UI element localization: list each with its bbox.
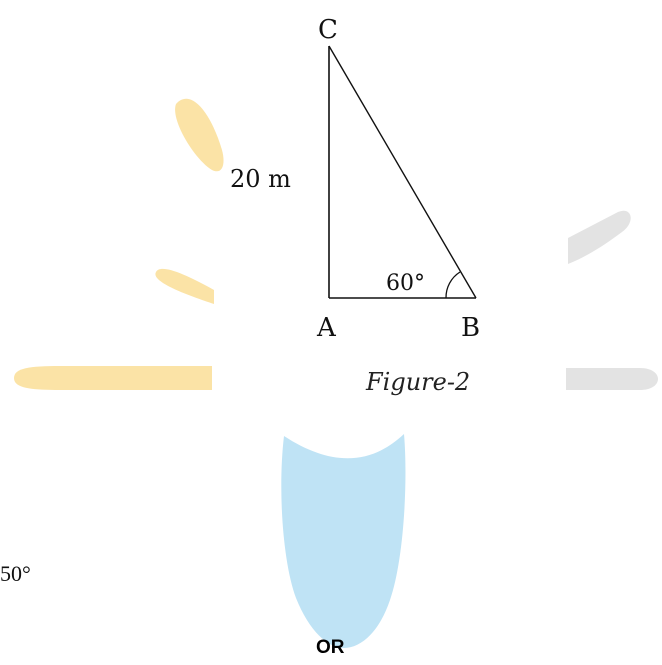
angle-fragment-text: 50° [0,561,31,586]
watermark-petal-grey [568,210,631,264]
vertex-label-c: C [318,15,338,45]
side-bc [328,45,477,299]
watermark-petal-yellow-top [175,98,224,172]
figure-caption: Figure-2 [365,368,470,396]
or-separator: OR [316,637,345,658]
angle-label-b: 60° [386,271,425,296]
vertex-label-a: A [316,313,337,343]
vertex-label-b: B [461,313,480,343]
watermark-bar-yellow [14,366,212,390]
watermark-petal-yellow-mid [155,268,214,304]
side-label-ac: 20 m [230,165,291,193]
watermark-bar-grey [566,368,658,390]
watermark-shield-blue [281,434,406,648]
angle-arc-b [445,271,461,299]
